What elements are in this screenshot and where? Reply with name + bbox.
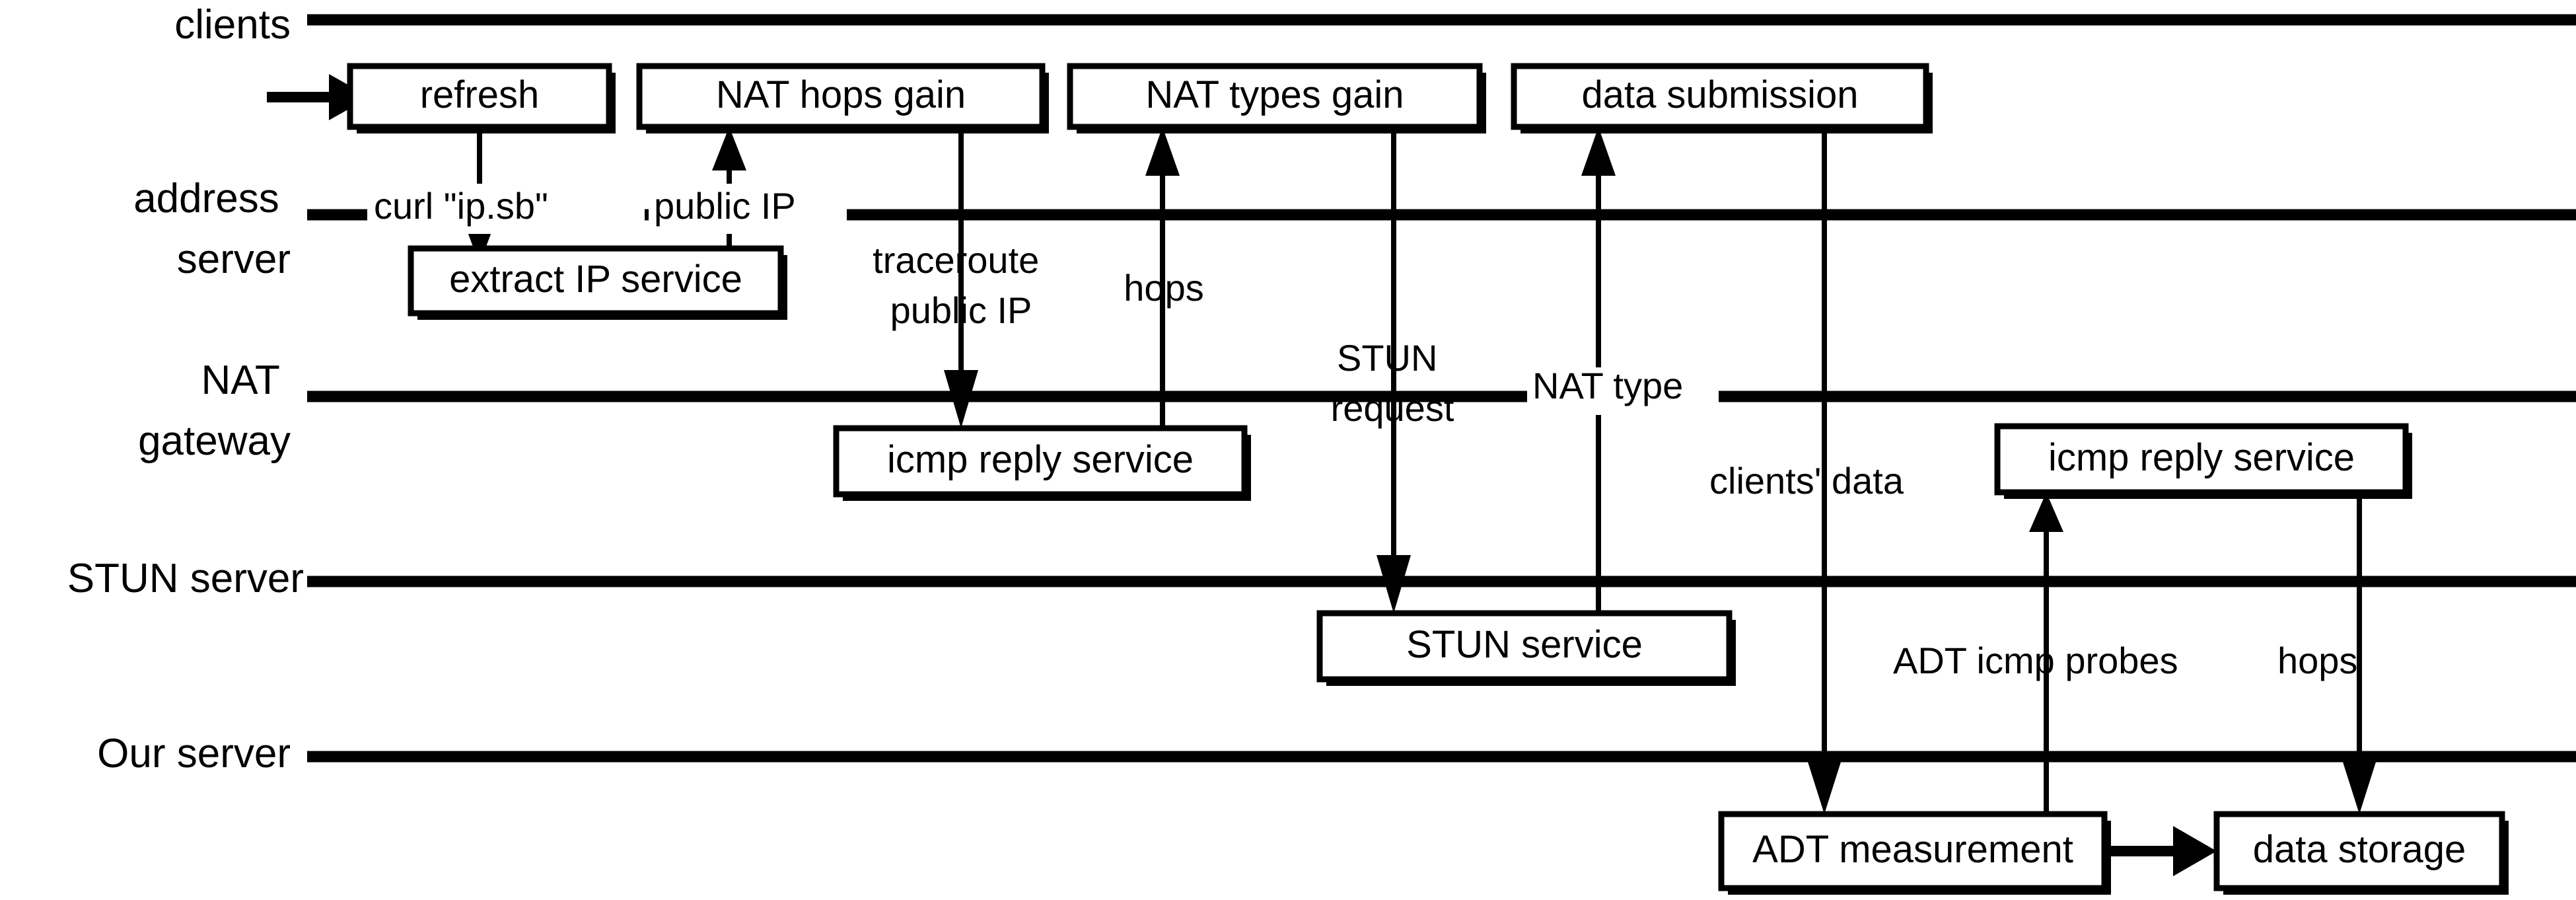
edge-label-hops-left: hops	[1124, 267, 1203, 309]
box-label-refresh: refresh	[420, 73, 540, 116]
connection-adt-to-icmp-right	[2029, 492, 2063, 814]
edge-label-public-ip: public IP	[654, 185, 796, 227]
edge-label-clients-data: clients' data	[1709, 460, 1904, 502]
box-extract-ip-service[interactable]: extract IP service	[408, 245, 787, 320]
box-label-data-storage: data storage	[2253, 828, 2466, 871]
box-data-storage[interactable]: data storage	[2213, 811, 2509, 895]
connections	[267, 74, 2377, 876]
lane-label-address-server: address server	[133, 176, 291, 282]
edge-label-hops-right: hops	[2277, 640, 2357, 681]
box-nat-hops-gain[interactable]: NAT hops gain	[636, 63, 1049, 133]
box-icmp-reply-service-right[interactable]: icmp reply service	[1994, 423, 2412, 499]
box-icmp-reply-service-left[interactable]: icmp reply service	[833, 425, 1251, 501]
connection-adt-to-storage	[2104, 826, 2217, 876]
edge-label-traceroute-public-ip: traceroute public IP	[873, 239, 1050, 331]
box-label-icmp-reply-service-left: icmp reply service	[887, 438, 1194, 481]
box-label-extract-ip-service: extract IP service	[449, 258, 742, 301]
lane-label-nat-gateway: NAT gateway	[138, 357, 291, 464]
connection-datasub-to-adt	[1807, 127, 1842, 814]
lane-label-clients: clients	[174, 2, 291, 48]
box-label-data-submission: data submission	[1581, 73, 1858, 116]
connection-nattypes-to-stun	[1377, 127, 1411, 613]
box-data-submission[interactable]: data submission	[1511, 63, 1933, 133]
lane-labels: clients address server NAT gateway STUN …	[67, 2, 304, 776]
box-label-adt-measurement: ADT measurement	[1752, 828, 2073, 871]
edge-label-stun-request: STUN request	[1331, 337, 1454, 429]
connection-nathops-to-icmp	[944, 127, 978, 428]
connection-icmp-right-to-storage	[2342, 492, 2377, 814]
box-nat-types-gain[interactable]: NAT types gain	[1067, 63, 1486, 133]
lane-label-our-server: Our server	[97, 731, 291, 776]
box-adt-measurement[interactable]: ADT measurement	[1718, 811, 2111, 895]
edge-label-curl-ip-sb: curl "ip.sb"	[374, 185, 548, 227]
edge-label-nat-type: NAT type	[1532, 365, 1683, 406]
box-label-nat-hops-gain: NAT hops gain	[716, 73, 966, 116]
edge-labels: curl "ip.sb" public IP traceroute public…	[367, 184, 2357, 681]
edge-label-adt-icmp-probes: ADT icmp probes	[1893, 640, 2178, 681]
box-label-stun-service: STUN service	[1406, 623, 1643, 666]
lane-label-stun-server: STUN server	[67, 556, 304, 601]
box-stun-service[interactable]: STUN service	[1316, 610, 1736, 686]
box-label-icmp-reply-service-right: icmp reply service	[2048, 436, 2355, 479]
box-refresh[interactable]: refresh	[347, 63, 616, 133]
boxes: refresh NAT hops gain NAT types gain dat…	[347, 63, 2509, 895]
box-label-nat-types-gain: NAT types gain	[1145, 73, 1404, 116]
